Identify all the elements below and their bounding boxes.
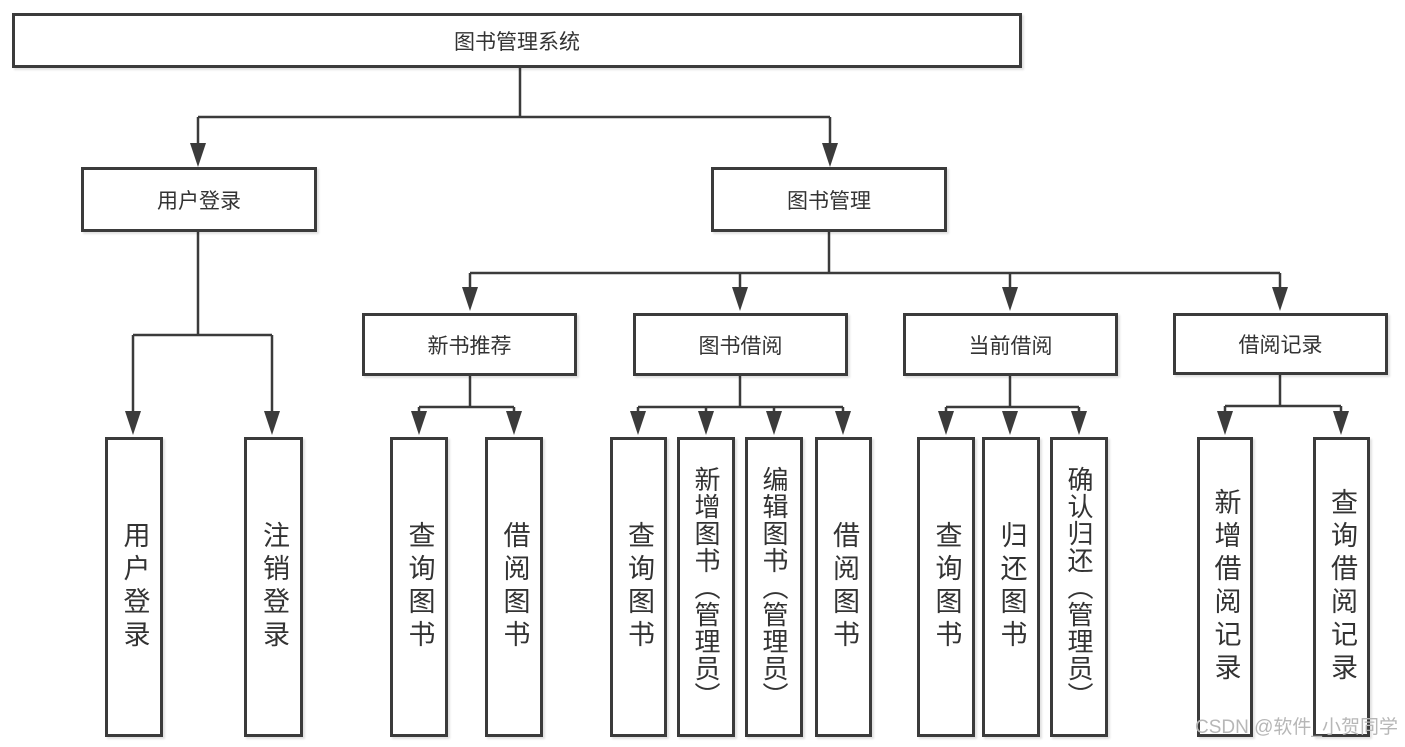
node-current-borrowing-label: 当前借阅 [968, 334, 1053, 358]
node-user-login: 用户登录 [81, 167, 317, 232]
node-root-label: 图书管理系统 [454, 30, 580, 54]
leaf-logout: 注销登录 [244, 437, 303, 737]
leaf-current-query-books: 查询图书 [917, 437, 975, 737]
leaf-current-confirm-return-admin-label: 确认归还（管理员） [1064, 465, 1094, 709]
node-book-management-label: 图书管理 [787, 189, 871, 213]
leaf-user-login: 用户登录 [105, 437, 163, 737]
leaf-current-return-books: 归还图书 [982, 437, 1040, 737]
csdn-watermark: CSDN @软件_小贺同学 [1195, 717, 1398, 738]
node-borrow-records: 借阅记录 [1173, 313, 1388, 375]
leaf-borrowing-query-books-label: 查询图书 [624, 521, 654, 653]
leaf-current-confirm-return-admin: 确认归还（管理员） [1050, 437, 1108, 737]
leaf-newbook-query-books-label: 查询图书 [404, 521, 435, 653]
node-book-borrowing: 图书借阅 [633, 313, 848, 376]
leaf-newbook-borrow-books: 借阅图书 [485, 437, 543, 737]
node-user-login-label: 用户登录 [157, 189, 241, 213]
node-root: 图书管理系统 [12, 13, 1022, 68]
leaf-records-query-record: 查询借阅记录 [1313, 437, 1370, 737]
leaf-user-login-label: 用户登录 [119, 521, 150, 653]
leaf-logout-label: 注销登录 [259, 521, 289, 653]
leaf-borrowing-borrow-books: 借阅图书 [815, 437, 872, 737]
leaf-borrowing-add-books-admin-label: 新增图书（管理员） [691, 465, 721, 709]
leaf-newbook-borrow-books-label: 借阅图书 [499, 521, 530, 653]
node-new-book-recommend-label: 新书推荐 [427, 334, 512, 358]
leaf-borrowing-borrow-books-label: 借阅图书 [829, 521, 859, 653]
leaf-records-query-record-label: 查询借阅记录 [1327, 488, 1357, 686]
leaf-current-query-books-label: 查询图书 [931, 521, 962, 653]
node-new-book-recommend: 新书推荐 [362, 313, 577, 376]
leaf-current-return-books-label: 归还图书 [996, 521, 1027, 653]
arrowheads [125, 143, 1349, 435]
leaf-borrowing-query-books: 查询图书 [610, 437, 667, 737]
node-book-borrowing-label: 图书借阅 [698, 334, 783, 358]
node-borrow-records-label: 借阅记录 [1238, 334, 1323, 357]
leaf-borrowing-add-books-admin: 新增图书（管理员） [677, 437, 735, 737]
leaf-borrowing-edit-books-admin-label: 编辑图书（管理员） [759, 465, 789, 709]
leaf-borrowing-edit-books-admin: 编辑图书（管理员） [745, 437, 803, 737]
node-current-borrowing: 当前借阅 [903, 313, 1118, 376]
leaf-newbook-query-books: 查询图书 [390, 437, 448, 737]
leaf-records-add-record: 新增借阅记录 [1197, 437, 1253, 737]
leaf-records-add-record-label: 新增借阅记录 [1210, 488, 1241, 686]
node-book-management: 图书管理 [711, 167, 947, 232]
